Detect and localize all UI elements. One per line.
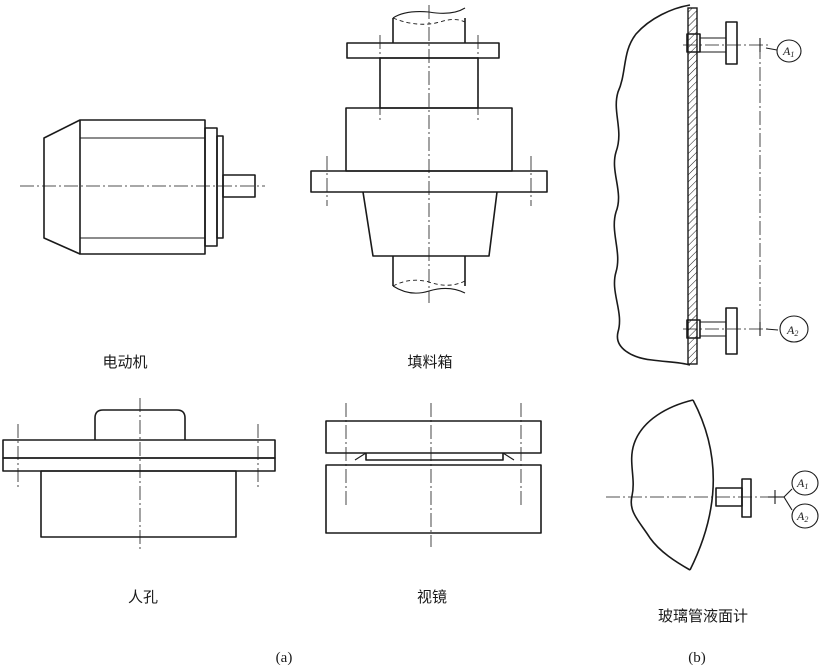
stuffing-box-figure bbox=[310, 5, 548, 303]
marker-a2-bottom: A2 bbox=[796, 509, 808, 524]
level-gauge-side-figure bbox=[613, 4, 809, 366]
manhole-figure bbox=[2, 398, 276, 550]
sight-glass-label: 视镜 bbox=[417, 588, 447, 606]
part-b-tag: (b) bbox=[688, 650, 706, 666]
stuffing-box-label: 填料箱 bbox=[407, 353, 452, 371]
marker-a2-top: A2 bbox=[786, 323, 798, 338]
sight-glass-figure bbox=[325, 403, 542, 547]
marker-a1-bottom: A1 bbox=[796, 476, 808, 491]
level-gauge-label: 玻璃管液面计 bbox=[658, 607, 748, 625]
motor-label: 电动机 bbox=[102, 353, 147, 371]
part-a-tag: (a) bbox=[276, 650, 293, 666]
manhole-label: 人孔 bbox=[128, 588, 158, 606]
level-gauge-plan-figure bbox=[606, 399, 819, 571]
motor-figure bbox=[20, 119, 265, 255]
marker-a1-top: A1 bbox=[782, 44, 794, 59]
